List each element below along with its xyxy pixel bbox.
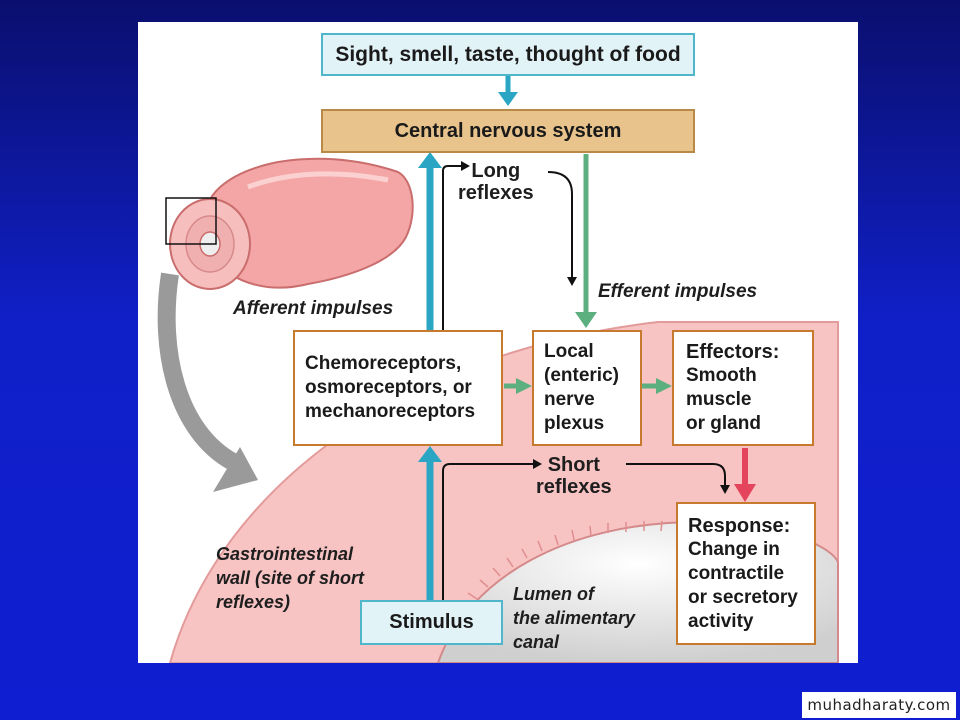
short-reflex-loop-out: [626, 463, 730, 494]
gi-wall-label: Gastrointestinal wall (site of short ref…: [216, 544, 365, 612]
long-reflex-loop: [442, 161, 470, 330]
central-nervous-system-box: Central nervous system: [321, 109, 695, 153]
sensory-input-box: Sight, smell, taste, thought of food: [321, 33, 695, 76]
short-reflexes-label: Short reflexes: [536, 454, 612, 498]
long-reflex-loop-out: [547, 171, 577, 286]
arrow-food-to-cns: [498, 74, 518, 106]
gut-tube-illustration: [165, 157, 414, 290]
short-reflex-loop: [442, 459, 542, 600]
arrow-efferent-down: [575, 154, 597, 328]
arrow-afferent-up: [418, 152, 442, 330]
response-body: Change in contractile or secretory activ…: [688, 539, 798, 632]
zoom-selection-box: [165, 197, 217, 245]
response-heading: Response:: [688, 515, 791, 537]
enteric-plexus-box: Local (enteric) nerve plexus: [532, 330, 642, 446]
arrow-receptors-to-plexus: [504, 378, 532, 394]
receptors-box: Chemoreceptors, osmoreceptors, or mechan…: [293, 330, 503, 446]
effectors-body: Smooth muscle or gland: [686, 365, 761, 434]
diagram-panel: Sight, smell, taste, thought of food Cen…: [138, 22, 858, 663]
stimulus-box: Stimulus: [360, 600, 503, 645]
afferent-impulses-label: Afferent impulses: [233, 298, 394, 319]
arrow-effectors-to-response: [734, 448, 756, 502]
long-reflexes-label: Long reflexes: [458, 160, 534, 204]
zoom-arrow: [157, 272, 258, 492]
arrow-stimulus-up: [418, 446, 442, 600]
site-watermark: muhadharaty.com: [802, 692, 956, 718]
lumen-label: Lumen of the alimentary canal: [513, 584, 636, 652]
effectors-box: Effectors: Smooth muscle or gland: [672, 330, 814, 446]
effectors-heading: Effectors:: [686, 341, 780, 363]
response-box: Response: Change in contractile or secre…: [676, 502, 816, 645]
arrow-plexus-to-effectors: [642, 378, 672, 394]
efferent-impulses-label: Efferent impulses: [598, 281, 758, 302]
